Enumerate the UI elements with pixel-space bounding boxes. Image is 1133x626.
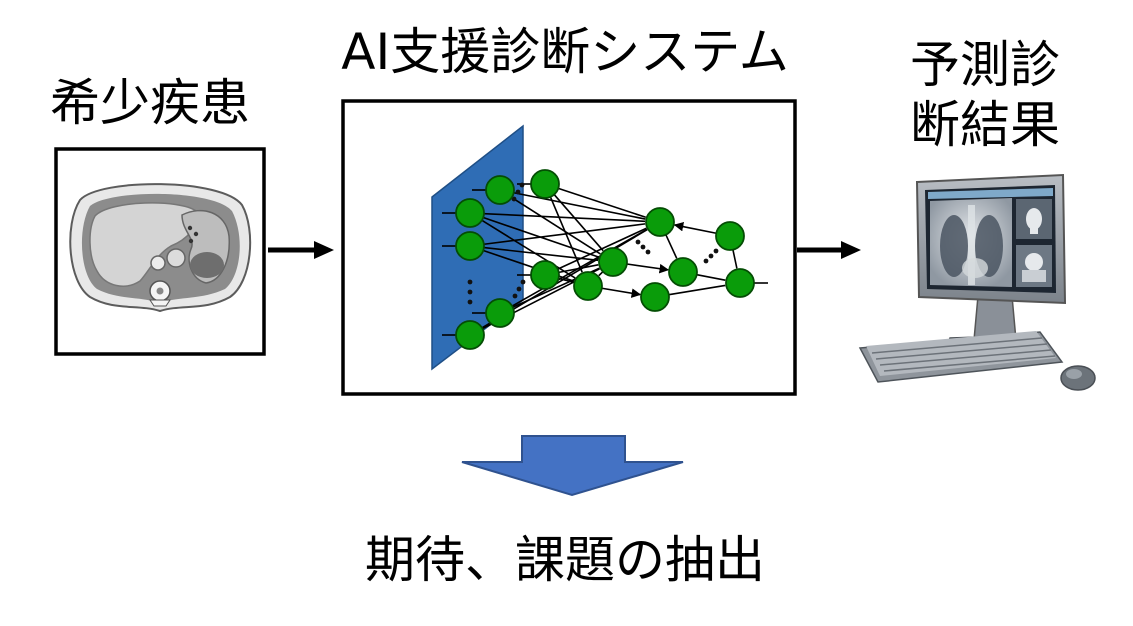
neural-connection bbox=[481, 219, 576, 279]
output-label: 予測診 断結果 bbox=[880, 35, 1090, 155]
keyboard bbox=[858, 331, 1064, 383]
input-label: 希少疾患 bbox=[50, 74, 250, 132]
ellipsis-dot bbox=[516, 286, 522, 292]
neural-node bbox=[725, 268, 755, 298]
neural-connection bbox=[732, 249, 738, 269]
ct-gas-dot bbox=[193, 231, 199, 237]
ellipsis-dot bbox=[515, 189, 521, 195]
neural-node bbox=[715, 221, 745, 251]
screen-thumbnail-bottom bbox=[1016, 245, 1052, 287]
neural-connection bbox=[598, 271, 604, 277]
neural-connection bbox=[557, 227, 647, 270]
neural-network bbox=[442, 169, 768, 350]
neural-connection bbox=[483, 212, 646, 223]
ellipsis-dot bbox=[703, 258, 709, 264]
neural-connection bbox=[696, 273, 726, 281]
neural-connection bbox=[673, 221, 717, 235]
neural-connection bbox=[558, 187, 647, 219]
input-box bbox=[54, 147, 266, 356]
ellipsis-dot bbox=[512, 293, 518, 299]
neural-node bbox=[455, 198, 485, 228]
neural-node bbox=[530, 260, 560, 290]
ct-vena-cava bbox=[150, 255, 166, 271]
system-title: AI支援診断システム bbox=[341, 23, 789, 81]
screen-title-bar bbox=[928, 188, 1053, 199]
neural-connection bbox=[601, 287, 642, 298]
neural-connection bbox=[558, 277, 574, 284]
ellipsis-dot bbox=[635, 239, 641, 245]
neural-node bbox=[485, 298, 515, 328]
screen-thumbnail-top bbox=[1016, 199, 1052, 239]
neural-connection bbox=[513, 191, 646, 220]
neural-node bbox=[640, 282, 670, 312]
chest-xray-image bbox=[930, 198, 1012, 287]
ct-aorta bbox=[166, 248, 186, 268]
arrow-system-to-output bbox=[797, 241, 861, 259]
neural-connection bbox=[665, 234, 678, 259]
down-arrow bbox=[461, 435, 684, 497]
neural-node bbox=[668, 257, 698, 287]
ellipsis-dot bbox=[467, 289, 473, 295]
arrow-input-to-system bbox=[268, 241, 334, 259]
ellipsis-dot bbox=[713, 248, 719, 254]
computer-icon bbox=[858, 173, 1096, 391]
ellipsis-dot bbox=[467, 299, 473, 305]
neural-connection bbox=[553, 194, 604, 252]
neural-connection bbox=[549, 196, 583, 273]
ct-gas-dot bbox=[187, 225, 193, 231]
neural-node bbox=[530, 169, 560, 199]
neural-node bbox=[485, 175, 515, 205]
output-label-line: 予測診 bbox=[910, 36, 1060, 94]
neural-node bbox=[598, 247, 628, 277]
neural-node bbox=[645, 207, 675, 237]
ellipsis-dot bbox=[640, 244, 646, 250]
neural-node bbox=[455, 231, 485, 261]
output-label-line: 断結果 bbox=[910, 96, 1060, 154]
ellipsis-dot bbox=[645, 249, 651, 255]
ct-spleen bbox=[190, 252, 224, 278]
ellipsis-dot bbox=[519, 182, 525, 188]
ct-spinal-canal bbox=[156, 287, 164, 295]
neural-connection bbox=[483, 246, 599, 262]
ellipsis-dot bbox=[511, 196, 517, 202]
ellipsis-dot bbox=[520, 279, 526, 285]
ellipsis-dot bbox=[467, 279, 473, 285]
neural-node bbox=[455, 320, 485, 350]
neural-connection bbox=[626, 263, 670, 274]
ct-scan-image bbox=[69, 183, 252, 313]
ct-gas-dot bbox=[188, 238, 194, 244]
neural-connection bbox=[483, 223, 646, 246]
ai-system-box bbox=[341, 99, 797, 396]
neural-node bbox=[573, 271, 603, 301]
conclusion-label: 期待、課題の抽出 bbox=[365, 531, 765, 589]
ellipsis-dot bbox=[708, 253, 714, 259]
neural-connection bbox=[511, 196, 601, 255]
ct-spinous-process bbox=[149, 299, 171, 307]
mouse bbox=[1060, 365, 1096, 391]
neural-connection bbox=[668, 284, 726, 296]
